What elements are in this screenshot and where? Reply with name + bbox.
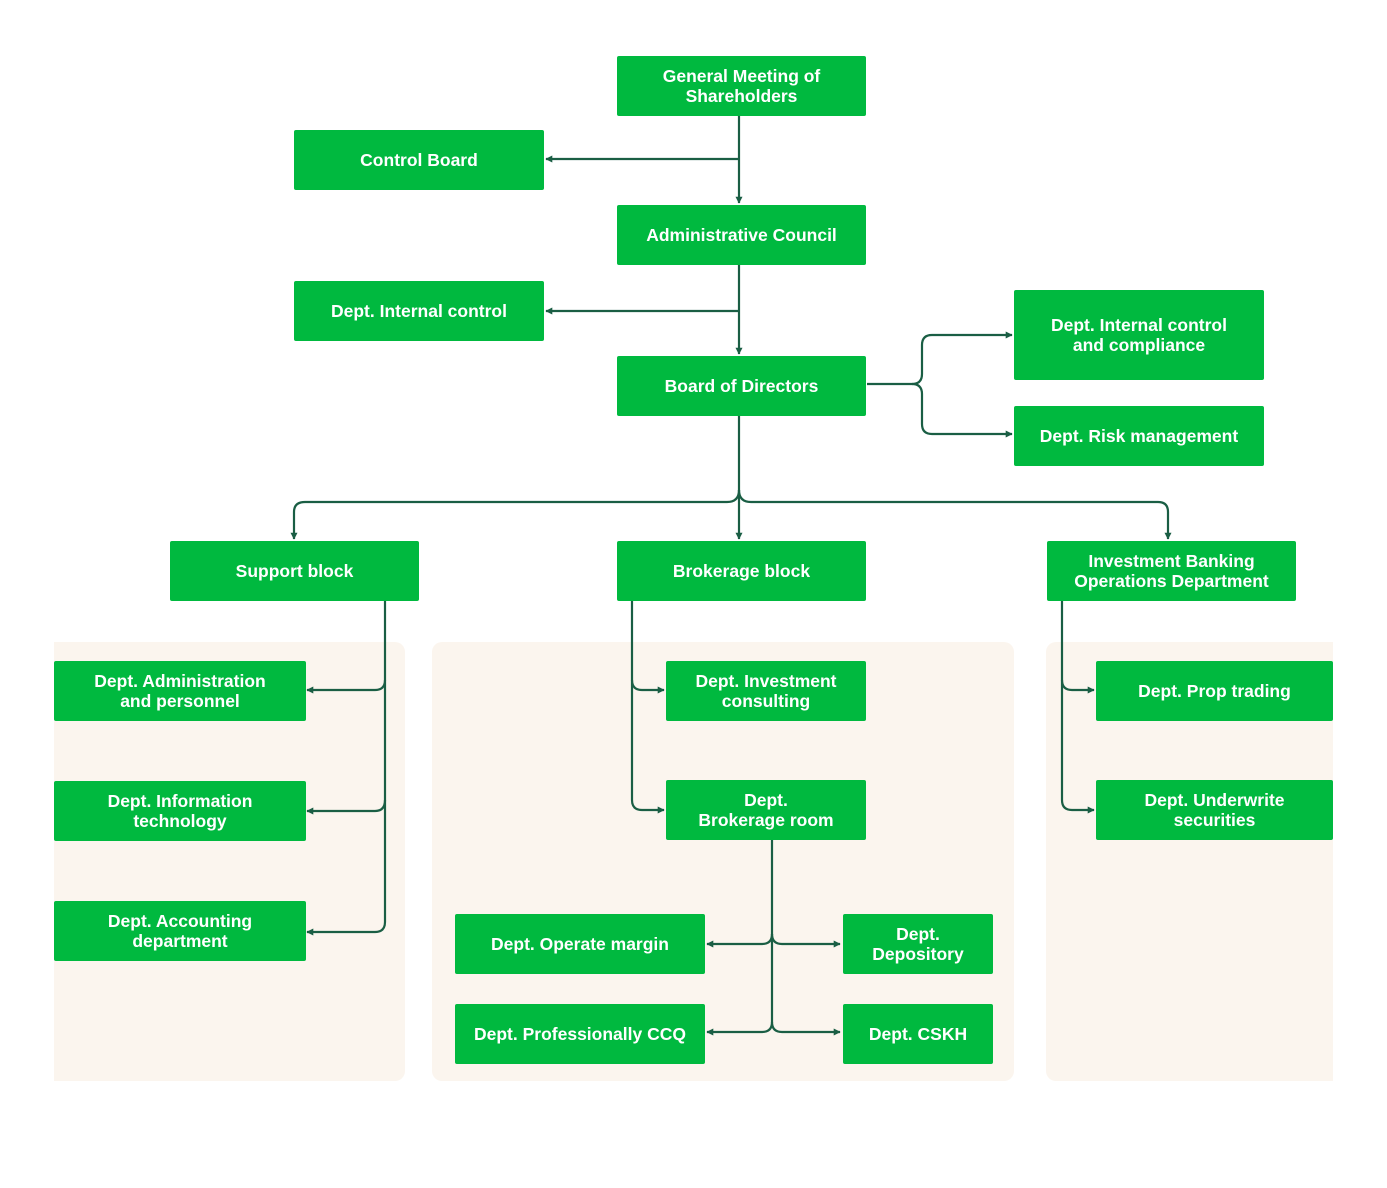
node-risk-management: Dept. Risk management xyxy=(1014,406,1264,466)
edge-ib-prop-trading xyxy=(1060,679,1095,694)
edge-support-trunk xyxy=(374,600,387,934)
node-internal-control-compliance-label: Dept. Internal control and compliance xyxy=(1051,315,1227,355)
node-depository-label: Dept. Depository xyxy=(872,924,964,964)
node-depository: Dept. Depository xyxy=(843,914,993,974)
node-investment-banking-label: Investment Banking Operations Department xyxy=(1074,551,1269,591)
node-underwrite-securities: Dept. Underwrite securities xyxy=(1096,780,1333,840)
edge-board-support-block xyxy=(290,489,741,540)
node-support-block-label: Support block xyxy=(235,561,354,581)
node-professionally-ccq: Dept. Professionally CCQ xyxy=(455,1004,705,1064)
node-admin-council-label: Administrative Council xyxy=(646,225,837,245)
node-operate-margin-label: Dept. Operate margin xyxy=(491,934,669,954)
node-shareholders-label: General Meeting of Shareholders xyxy=(662,66,821,106)
node-board-directors: Board of Directors xyxy=(617,356,866,416)
node-cskh-label: Dept. CSKH xyxy=(868,1024,968,1044)
edge-board-risk-management xyxy=(911,382,1013,438)
node-internal-control: Dept. Internal control xyxy=(294,281,544,341)
node-information-technology-label: Dept. Information technology xyxy=(107,791,253,831)
edge-support-admin-personnel xyxy=(306,679,387,694)
node-admin-council: Administrative Council xyxy=(617,205,866,265)
edge-room-trunk xyxy=(761,840,774,1034)
node-admin-personnel-label: Dept. Administration and personnel xyxy=(94,671,266,711)
edge-room-operate-margin xyxy=(706,933,774,948)
node-investment-banking: Investment Banking Operations Department xyxy=(1047,541,1296,601)
node-underwrite-securities-label: Dept. Underwrite securities xyxy=(1144,790,1285,830)
node-cskh: Dept. CSKH xyxy=(843,1004,993,1064)
edge-ib-trunk xyxy=(1060,600,1073,812)
node-prop-trading: Dept. Prop trading xyxy=(1096,661,1333,721)
node-control-board-label: Control Board xyxy=(360,150,478,170)
node-brokerage-room-label: Dept. Brokerage room xyxy=(698,790,834,830)
node-risk-management-label: Dept. Risk management xyxy=(1039,426,1239,446)
node-board-directors-label: Board of Directors xyxy=(664,376,819,396)
node-investment-consulting-label: Dept. Investment consulting xyxy=(695,671,837,711)
node-investment-consulting: Dept. Investment consulting xyxy=(666,661,866,721)
edge-room-depository xyxy=(770,933,841,948)
edge-support-information-technology xyxy=(306,799,387,815)
node-brokerage-block-label: Brokerage block xyxy=(672,561,811,581)
node-brokerage-block: Brokerage block xyxy=(617,541,866,601)
edge-board-investment-banking xyxy=(737,489,1172,540)
edge-board-internal-control-compliance xyxy=(867,331,1013,386)
node-shareholders: General Meeting of Shareholders xyxy=(617,56,866,116)
node-professionally-ccq-label: Dept. Professionally CCQ xyxy=(474,1024,686,1044)
node-prop-trading-label: Dept. Prop trading xyxy=(1138,681,1291,701)
node-accounting: Dept. Accounting department xyxy=(54,901,306,961)
edge-brokerage-investment-consulting xyxy=(630,679,665,694)
node-support-block: Support block xyxy=(170,541,419,601)
node-internal-control-compliance: Dept. Internal control and compliance xyxy=(1014,290,1264,380)
node-information-technology: Dept. Information technology xyxy=(54,781,306,841)
node-admin-personnel: Dept. Administration and personnel xyxy=(54,661,306,721)
edge-brokerage-trunk xyxy=(630,600,643,812)
node-brokerage-room: Dept. Brokerage room xyxy=(666,780,866,840)
node-operate-margin: Dept. Operate margin xyxy=(455,914,705,974)
edge-room-cskh xyxy=(770,1021,841,1036)
node-control-board: Control Board xyxy=(294,130,544,190)
node-internal-control-label: Dept. Internal control xyxy=(331,301,507,321)
node-accounting-label: Dept. Accounting department xyxy=(107,911,253,951)
